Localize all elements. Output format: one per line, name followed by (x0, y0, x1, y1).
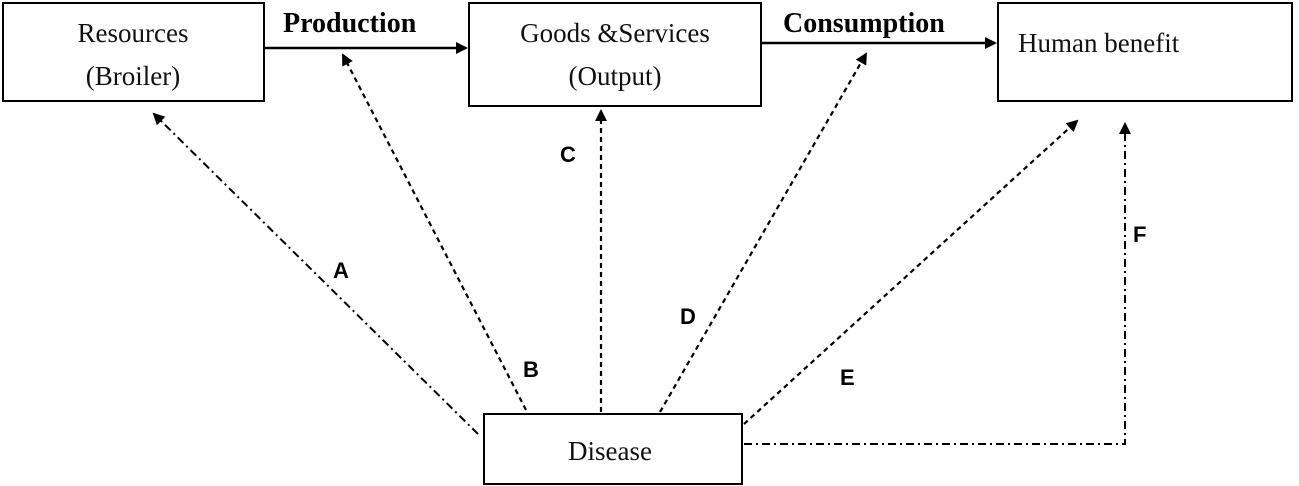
consumption-label: Consumption (783, 8, 945, 39)
disease-label: Disease (568, 436, 652, 466)
goods-services-box: Goods &Services (Output) (468, 2, 762, 107)
impact-d-arrow (659, 52, 867, 413)
impact-a-label: A (333, 258, 349, 283)
impact-e-arrow (743, 119, 1079, 425)
resources-box: Resources (Broiler) (2, 2, 265, 102)
goods-services-label: Goods &Services (520, 18, 710, 48)
impact-b-arrow (342, 53, 527, 411)
human-benefit-box: Human benefit (997, 2, 1293, 102)
production-label: Production (283, 8, 417, 39)
human-benefit-label: Human benefit (1018, 28, 1180, 58)
resources-sublabel: (Broiler) (86, 61, 180, 91)
impact-a-arrow (152, 112, 479, 435)
goods-services-sublabel: (Output) (569, 61, 662, 91)
disease-box: Disease (483, 413, 743, 485)
impact-c-label: C (560, 142, 576, 167)
impact-f-arrow (744, 122, 1131, 445)
impact-f-label: F (1133, 222, 1146, 247)
impact-e-label: E (840, 365, 855, 390)
impact-b-label: B (523, 357, 539, 382)
impact-d-label: D (680, 304, 696, 329)
resources-label: Resources (78, 18, 189, 48)
